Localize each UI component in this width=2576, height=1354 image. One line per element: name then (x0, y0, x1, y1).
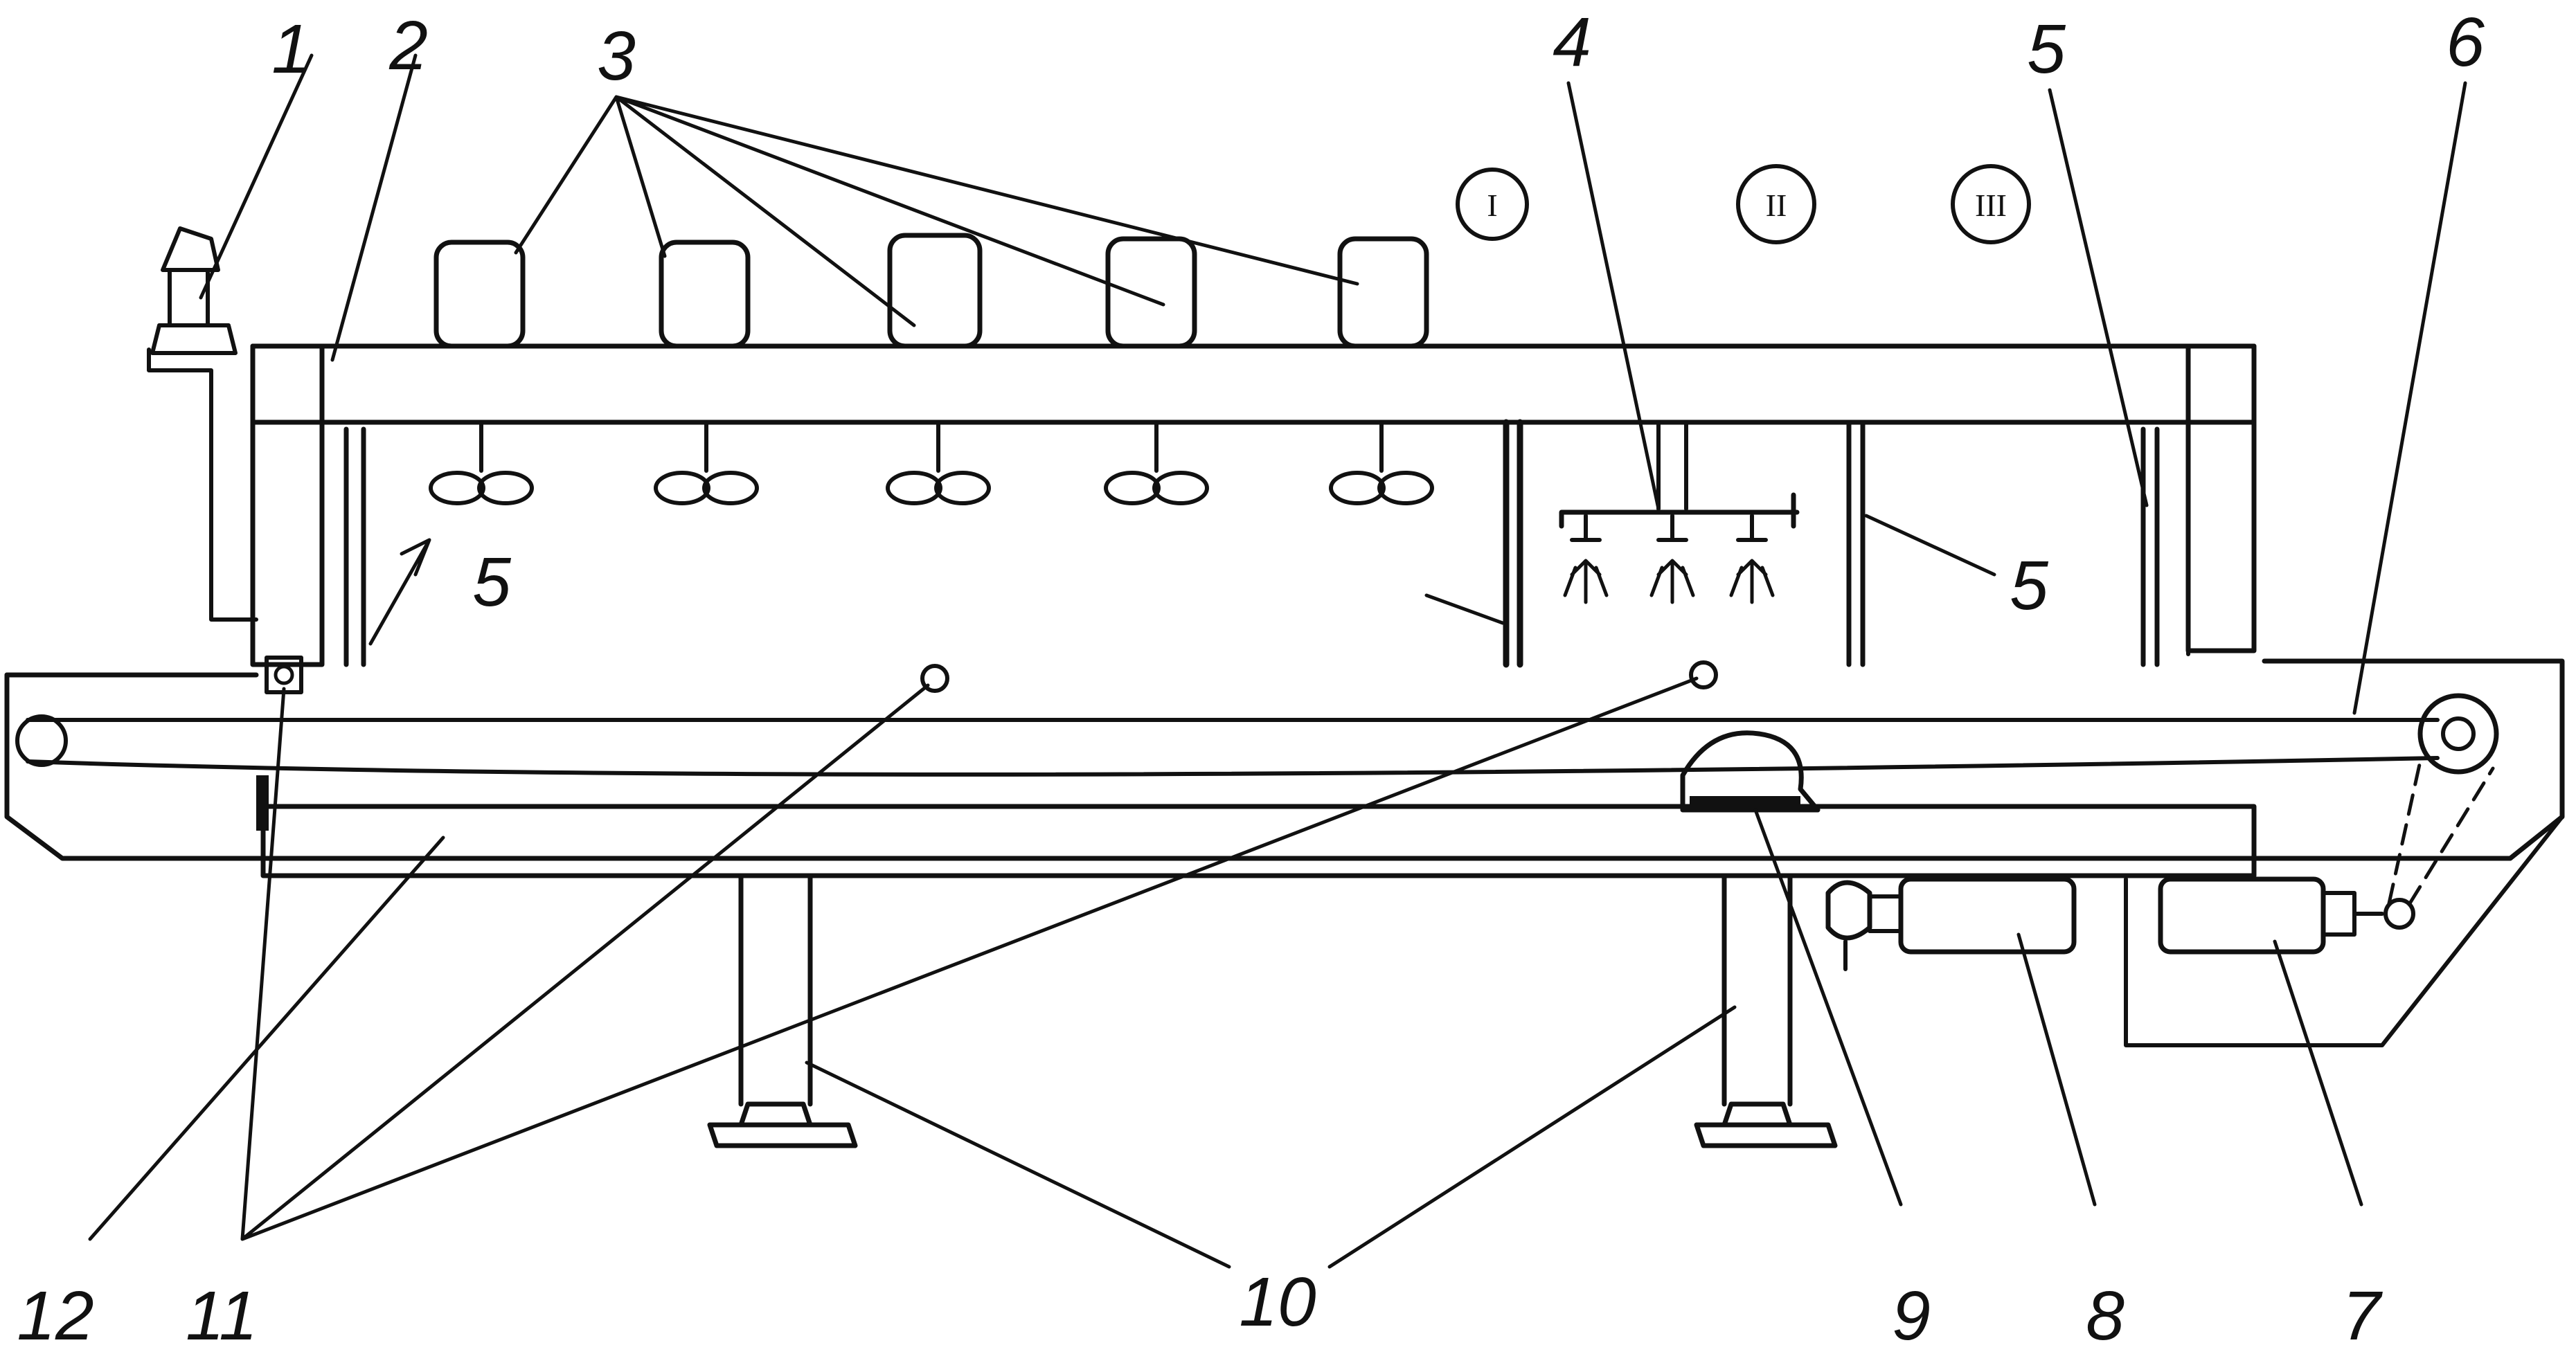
partition-zone-2 (1846, 419, 1866, 667)
zone-marker-1 (1456, 168, 1529, 241)
seal-left (256, 775, 269, 831)
exhaust-chimney (147, 226, 258, 622)
insulated-left-wall (250, 343, 325, 667)
callout-5-left: 5 (472, 543, 511, 621)
sensor-right (1689, 660, 1718, 689)
leader-10 (805, 1005, 1737, 1269)
callout-2: 2 (388, 7, 428, 84)
drive-drum (2417, 693, 2499, 775)
callout-10: 10 (1239, 1263, 1316, 1341)
fan-impeller-4 (1104, 420, 1209, 505)
callout-12: 12 (17, 1277, 93, 1354)
leader-5-right (1864, 514, 1996, 577)
support-legs (707, 873, 1838, 1148)
leader-7 (2273, 939, 2363, 1207)
inspection-hatch (1680, 730, 1821, 813)
leader-1 (199, 53, 314, 300)
leader-9 (1753, 808, 1903, 1207)
leader-5-mid (1424, 593, 1505, 625)
zone-label-3: III (1975, 188, 2007, 223)
zone-marker-2 (1736, 164, 1816, 244)
callout-6: 6 (2446, 3, 2485, 81)
callout-9: 9 (1892, 1277, 1931, 1354)
partition-right (2140, 426, 2160, 667)
leader-2 (330, 53, 418, 362)
spray-manifold (1559, 420, 1800, 604)
fan-impeller-1 (429, 420, 534, 505)
chamber-inner-walls (320, 420, 2190, 667)
zone-marker-3 (1951, 164, 2031, 244)
callout-labels: 1 2 3 4 5 5 5 6 7 8 9 10 11 12 (17, 3, 2485, 1354)
foot-right (1694, 1122, 1838, 1148)
partition-zone-1 (1503, 419, 1523, 668)
partition-left (343, 426, 366, 667)
leader-6 (2352, 81, 2467, 715)
insulated-right-wall (2185, 343, 2257, 653)
fan-impeller-3 (886, 420, 991, 505)
leader-5-top (2048, 88, 2149, 507)
conveyor-frame (4, 658, 2565, 1047)
sensor-middle (920, 664, 949, 693)
callout-11: 11 (186, 1277, 258, 1354)
fan-motor-2 (659, 240, 751, 349)
leader-8 (2016, 932, 2097, 1207)
foot-left (707, 1122, 858, 1148)
fan-impeller-5 (1329, 420, 1434, 505)
zone-label-1: I (1487, 188, 1497, 223)
leg-right (1721, 873, 1793, 1128)
pump-motor (1825, 876, 2077, 971)
callout-5-right: 5 (2010, 547, 2048, 624)
leader-4 (1566, 81, 1661, 511)
fan-motor-3 (887, 233, 983, 349)
leader-12 (88, 836, 445, 1241)
callout-4: 4 (1553, 3, 1591, 81)
insulated-floor (260, 804, 2257, 878)
leader-lines (88, 53, 2467, 1269)
leader-3 (514, 95, 1359, 327)
insulated-roof (250, 343, 2257, 425)
callout-8: 8 (2086, 1277, 2125, 1354)
leader-5-left (368, 538, 431, 646)
partitions (343, 419, 2160, 668)
zone-markers: I II III (1456, 164, 2031, 244)
leader-11 (240, 676, 1699, 1241)
callout-3: 3 (597, 17, 636, 95)
fan-motor-4 (1105, 236, 1197, 349)
tension-drum (15, 714, 68, 767)
leg-left (738, 873, 813, 1128)
conveyor-drive-motor (2158, 759, 2495, 955)
zone-label-2: II (1766, 188, 1787, 223)
fan-motors (433, 233, 1429, 349)
fan-motor-1 (433, 240, 526, 349)
fan-motor-5 (1337, 236, 1429, 349)
callout-5-top: 5 (2027, 10, 2066, 88)
callout-7: 7 (2342, 1277, 2383, 1354)
fan-impellers (429, 420, 1434, 505)
fan-impeller-2 (654, 420, 759, 505)
callout-1: 1 (271, 10, 310, 88)
